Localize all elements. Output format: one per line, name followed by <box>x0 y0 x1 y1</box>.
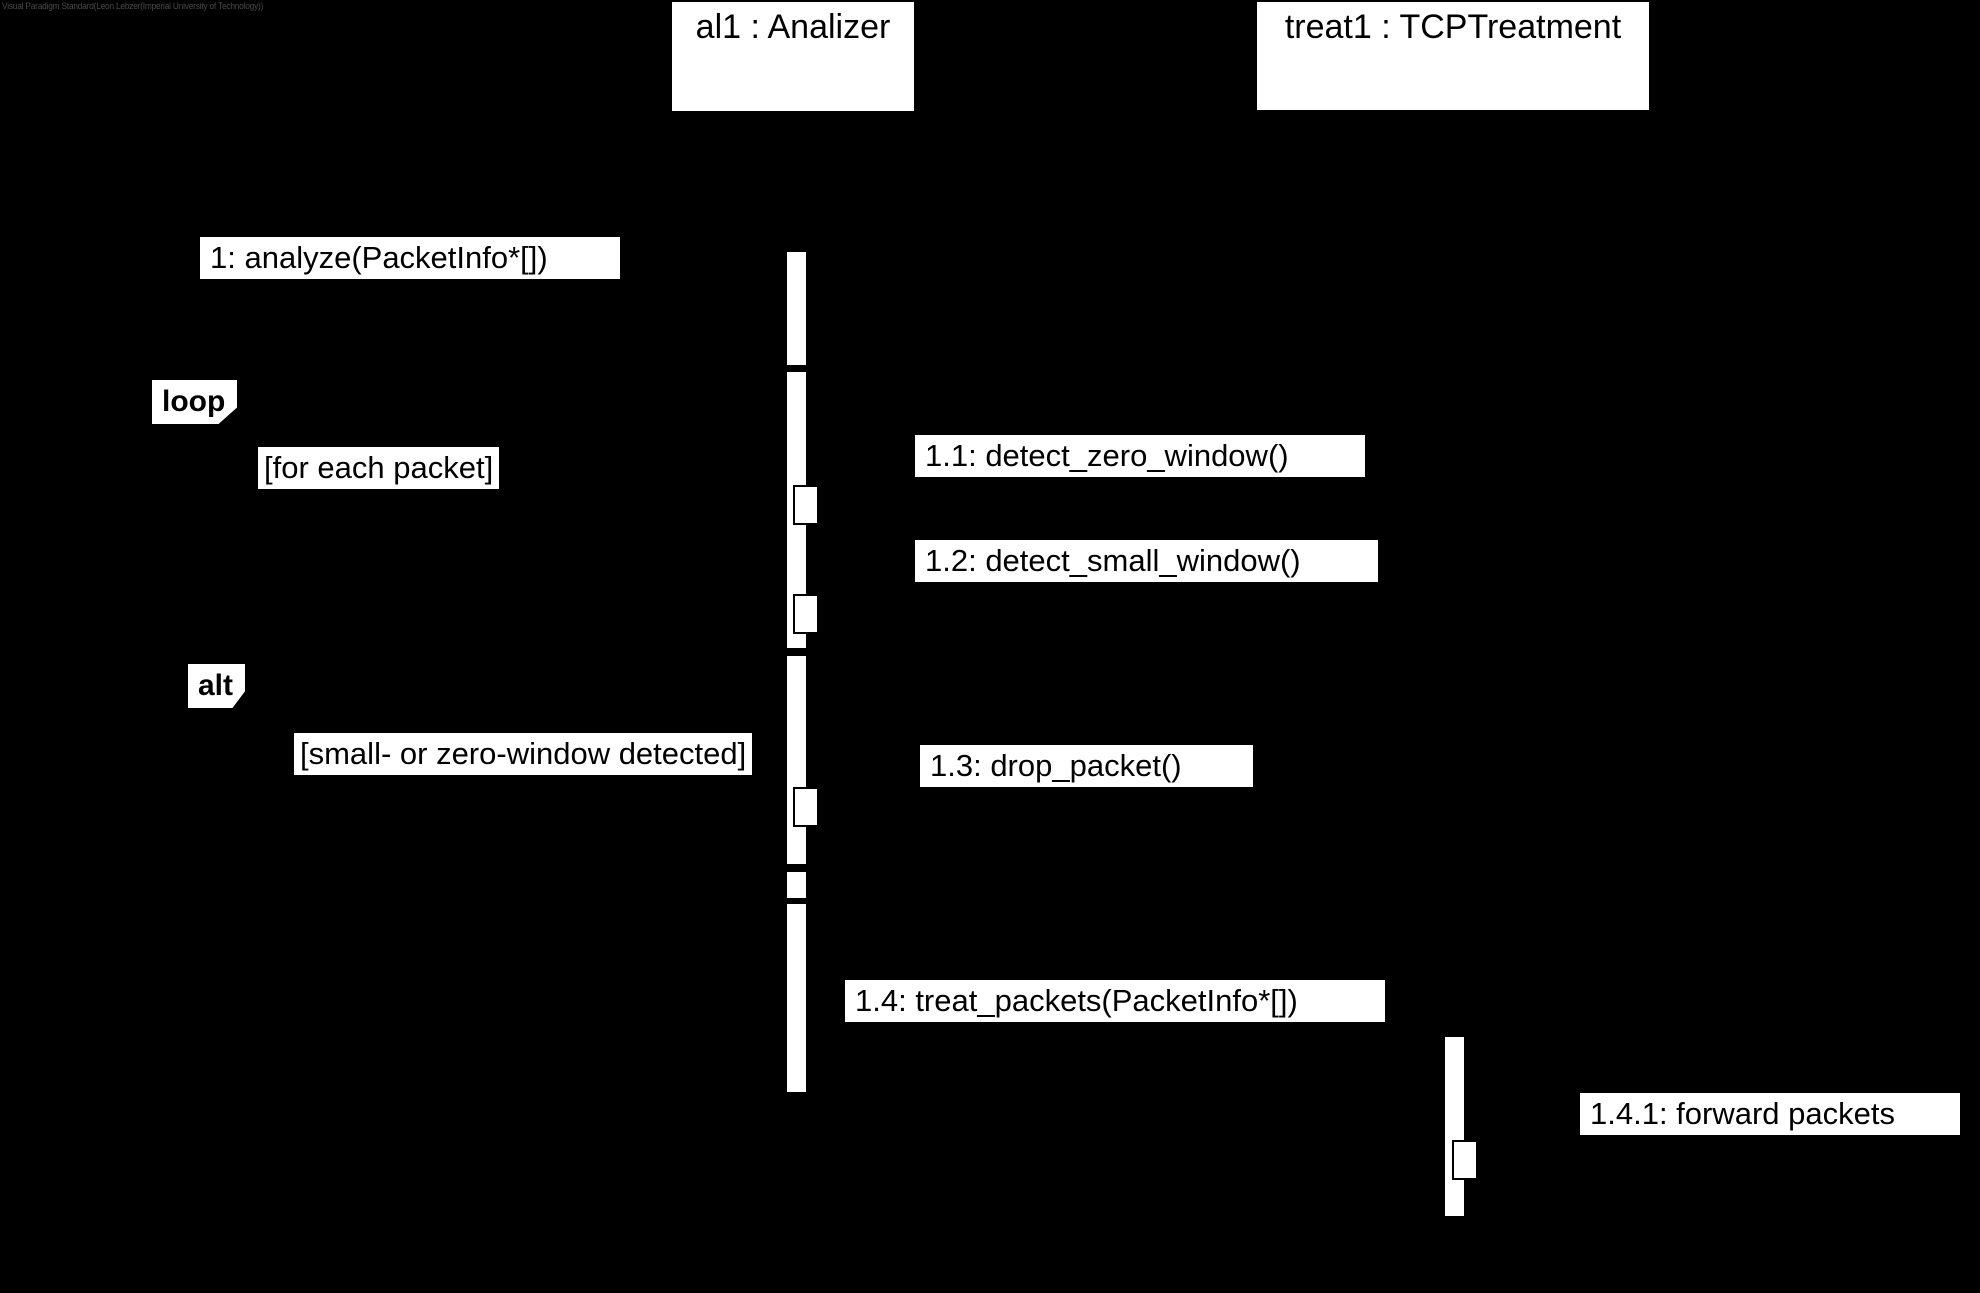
activation-treatment-self-1[interactable] <box>1452 1140 1478 1180</box>
activation-treatment-1[interactable] <box>1443 1035 1466 1218</box>
message-label-1-4-1-forward-packets[interactable]: 1.4.1: forward packets <box>1580 1093 1960 1135</box>
message-label-1-2-detect-small-window[interactable]: 1.2: detect_small_window() <box>915 540 1378 582</box>
message-label-1-1-detect-zero-window[interactable]: 1.1: detect_zero_window() <box>915 435 1365 477</box>
activation-analizer-5[interactable] <box>785 902 808 1094</box>
activation-analizer-1[interactable] <box>785 250 808 367</box>
activation-analizer-self-2[interactable] <box>793 594 819 634</box>
fragment-tag-loop[interactable]: loop <box>152 380 238 424</box>
fragment-guard-alt: [small- or zero-window detected] <box>294 733 753 775</box>
message-label-1-3-drop-packet[interactable]: 1.3: drop_packet() <box>920 745 1253 787</box>
activation-analizer-self-1[interactable] <box>793 485 819 525</box>
lifeline-head-tcptreatment[interactable]: treat1 : TCPTreatment <box>1255 0 1651 112</box>
message-label-1-analyze[interactable]: 1: analyze(PacketInfo*[]) <box>200 237 620 279</box>
fragment-tag-alt[interactable]: alt <box>188 664 246 708</box>
fragment-guard-loop: [for each packet] <box>258 447 500 489</box>
lifeline-head-analizer[interactable]: al1 : Analizer <box>670 0 916 113</box>
message-label-1-4-treat-packets[interactable]: 1.4: treat_packets(PacketInfo*[]) <box>845 980 1385 1022</box>
activation-analizer-4[interactable] <box>785 870 808 900</box>
visual-paradigm-watermark: Visual Paradigm Standard(Leon Lebzer(Imp… <box>2 1 264 11</box>
activation-analizer-3[interactable] <box>785 654 808 866</box>
activation-analizer-self-3[interactable] <box>793 787 819 827</box>
